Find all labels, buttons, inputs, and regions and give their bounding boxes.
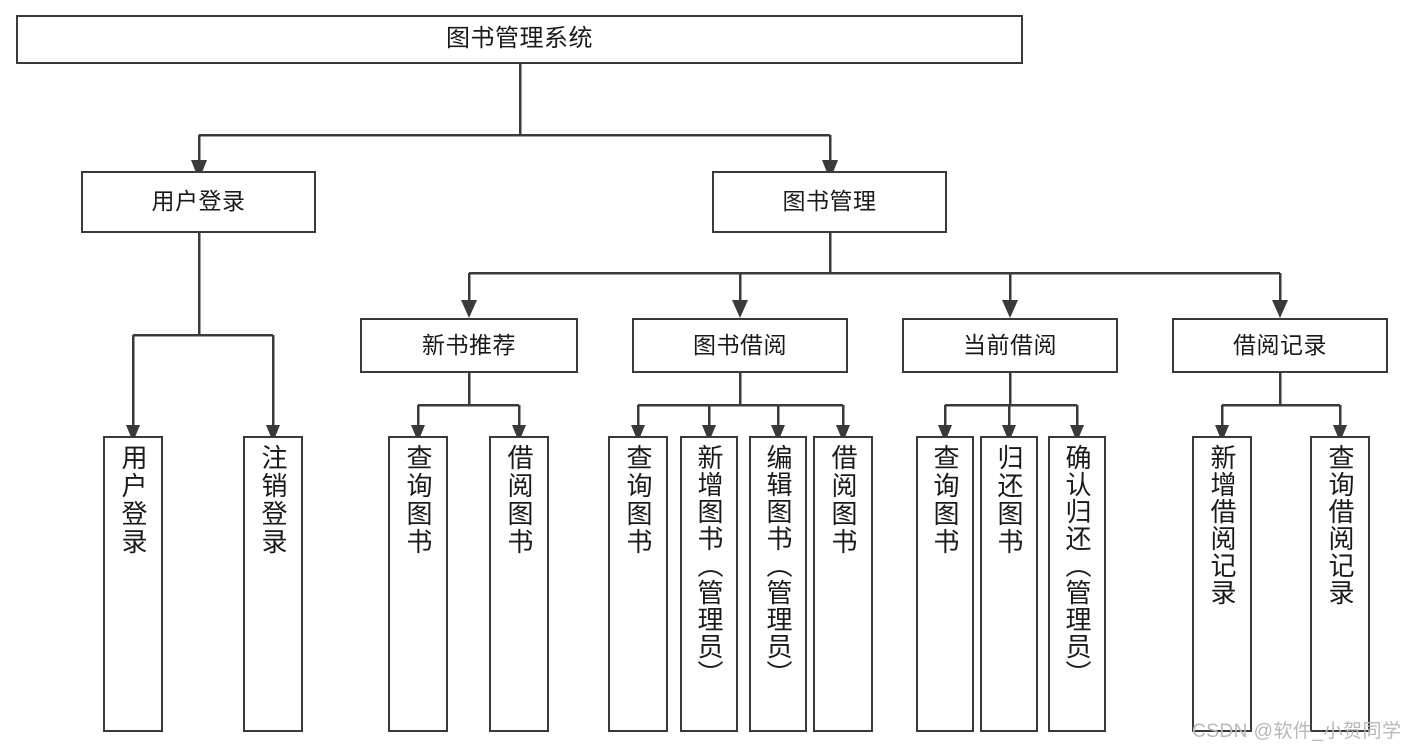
node-label: 确认归还（管理员） [1062, 444, 1092, 687]
leaf-query-book-borrow[interactable]: 查询图书 [608, 436, 668, 732]
node-borrow-record[interactable]: 借阅记录 [1172, 318, 1388, 373]
node-book-borrow[interactable]: 图书借阅 [632, 318, 848, 373]
leaf-borrow-book-recommend[interactable]: 借阅图书 [489, 436, 549, 732]
node-label: 注销登录 [258, 444, 288, 556]
node-label: 用户登录 [151, 188, 246, 215]
node-label: 当前借阅 [963, 331, 1057, 358]
node-label: 借阅记录 [1233, 331, 1327, 358]
node-label: 查询图书 [930, 444, 960, 556]
node-label: 新增图书（管理员） [694, 444, 724, 687]
node-new-book-recommend[interactable]: 新书推荐 [360, 318, 578, 373]
node-label: 查询图书 [623, 444, 653, 556]
csdn-watermark: CSDN @软件_小贺同学 [1192, 721, 1402, 742]
leaf-add-borrow-record[interactable]: 新增借阅记录 [1192, 436, 1252, 732]
node-label: 图书管理系统 [446, 25, 593, 53]
leaf-add-book-admin[interactable]: 新增图书（管理员） [680, 436, 738, 732]
node-label: 编辑图书（管理员） [763, 444, 793, 687]
leaf-logout-login[interactable]: 注销登录 [243, 436, 303, 732]
node-label: 图书管理 [782, 188, 877, 215]
leaf-query-book-current[interactable]: 查询图书 [916, 436, 974, 732]
node-label: 用户登录 [118, 444, 148, 556]
node-label: 新书推荐 [422, 331, 516, 358]
leaf-query-book-recommend[interactable]: 查询图书 [388, 436, 448, 732]
node-label: 归还图书 [994, 444, 1024, 556]
node-current-borrow[interactable]: 当前借阅 [902, 318, 1118, 373]
node-user-login[interactable]: 用户登录 [81, 171, 316, 233]
node-label: 查询图书 [403, 444, 433, 556]
node-label: 图书借阅 [693, 331, 787, 358]
leaf-user-login[interactable]: 用户登录 [103, 436, 163, 732]
node-book-management[interactable]: 图书管理 [712, 171, 947, 233]
leaf-return-book[interactable]: 归还图书 [980, 436, 1038, 732]
leaf-query-borrow-record[interactable]: 查询借阅记录 [1310, 436, 1370, 732]
leaf-edit-book-admin[interactable]: 编辑图书（管理员） [749, 436, 807, 732]
node-label: 借阅图书 [504, 444, 534, 556]
leaf-confirm-return-admin[interactable]: 确认归还（管理员） [1048, 436, 1106, 732]
node-label: 借阅图书 [828, 444, 858, 556]
node-label: 查询借阅记录 [1325, 444, 1355, 606]
node-root-system[interactable]: 图书管理系统 [16, 15, 1023, 64]
node-label: 新增借阅记录 [1207, 444, 1237, 606]
leaf-borrow-book[interactable]: 借阅图书 [813, 436, 873, 732]
